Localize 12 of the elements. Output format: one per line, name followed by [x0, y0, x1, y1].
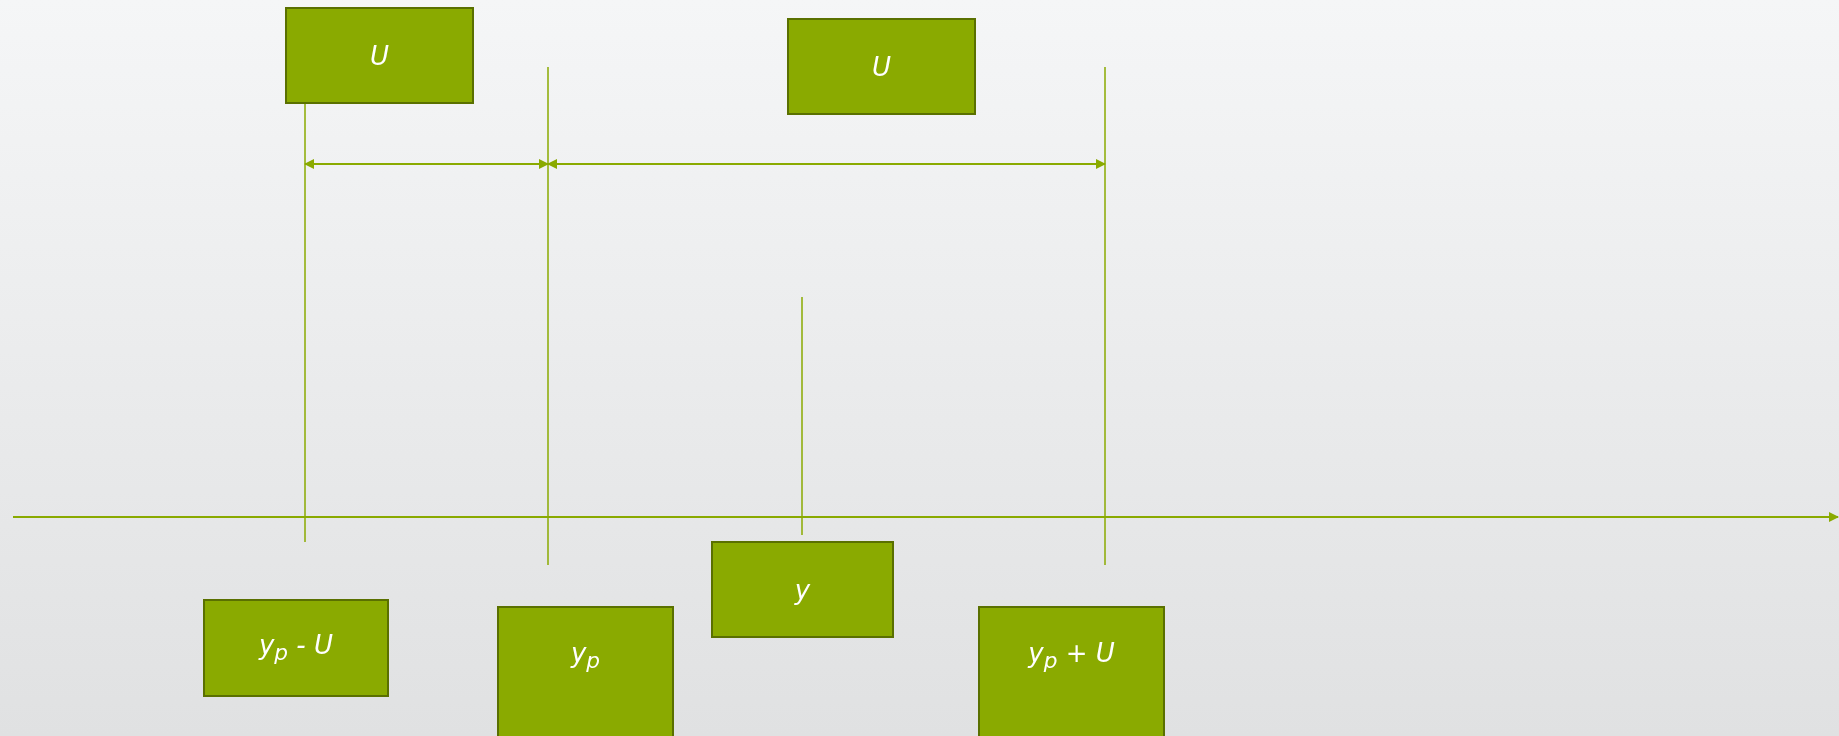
label-box [285, 7, 474, 104]
math-label: y$_{p}$ + U [1028, 638, 1115, 674]
label-box [978, 606, 1165, 736]
math-label: y$_{p}$ - U [258, 630, 334, 666]
math-label: y [794, 574, 811, 605]
label-box [711, 541, 894, 638]
label-box [787, 18, 976, 115]
label-box [203, 599, 389, 697]
math-label: U [872, 51, 891, 82]
label-box [497, 606, 674, 736]
math-label: U [370, 40, 389, 71]
math-label: y$_{p}$ [570, 638, 601, 674]
